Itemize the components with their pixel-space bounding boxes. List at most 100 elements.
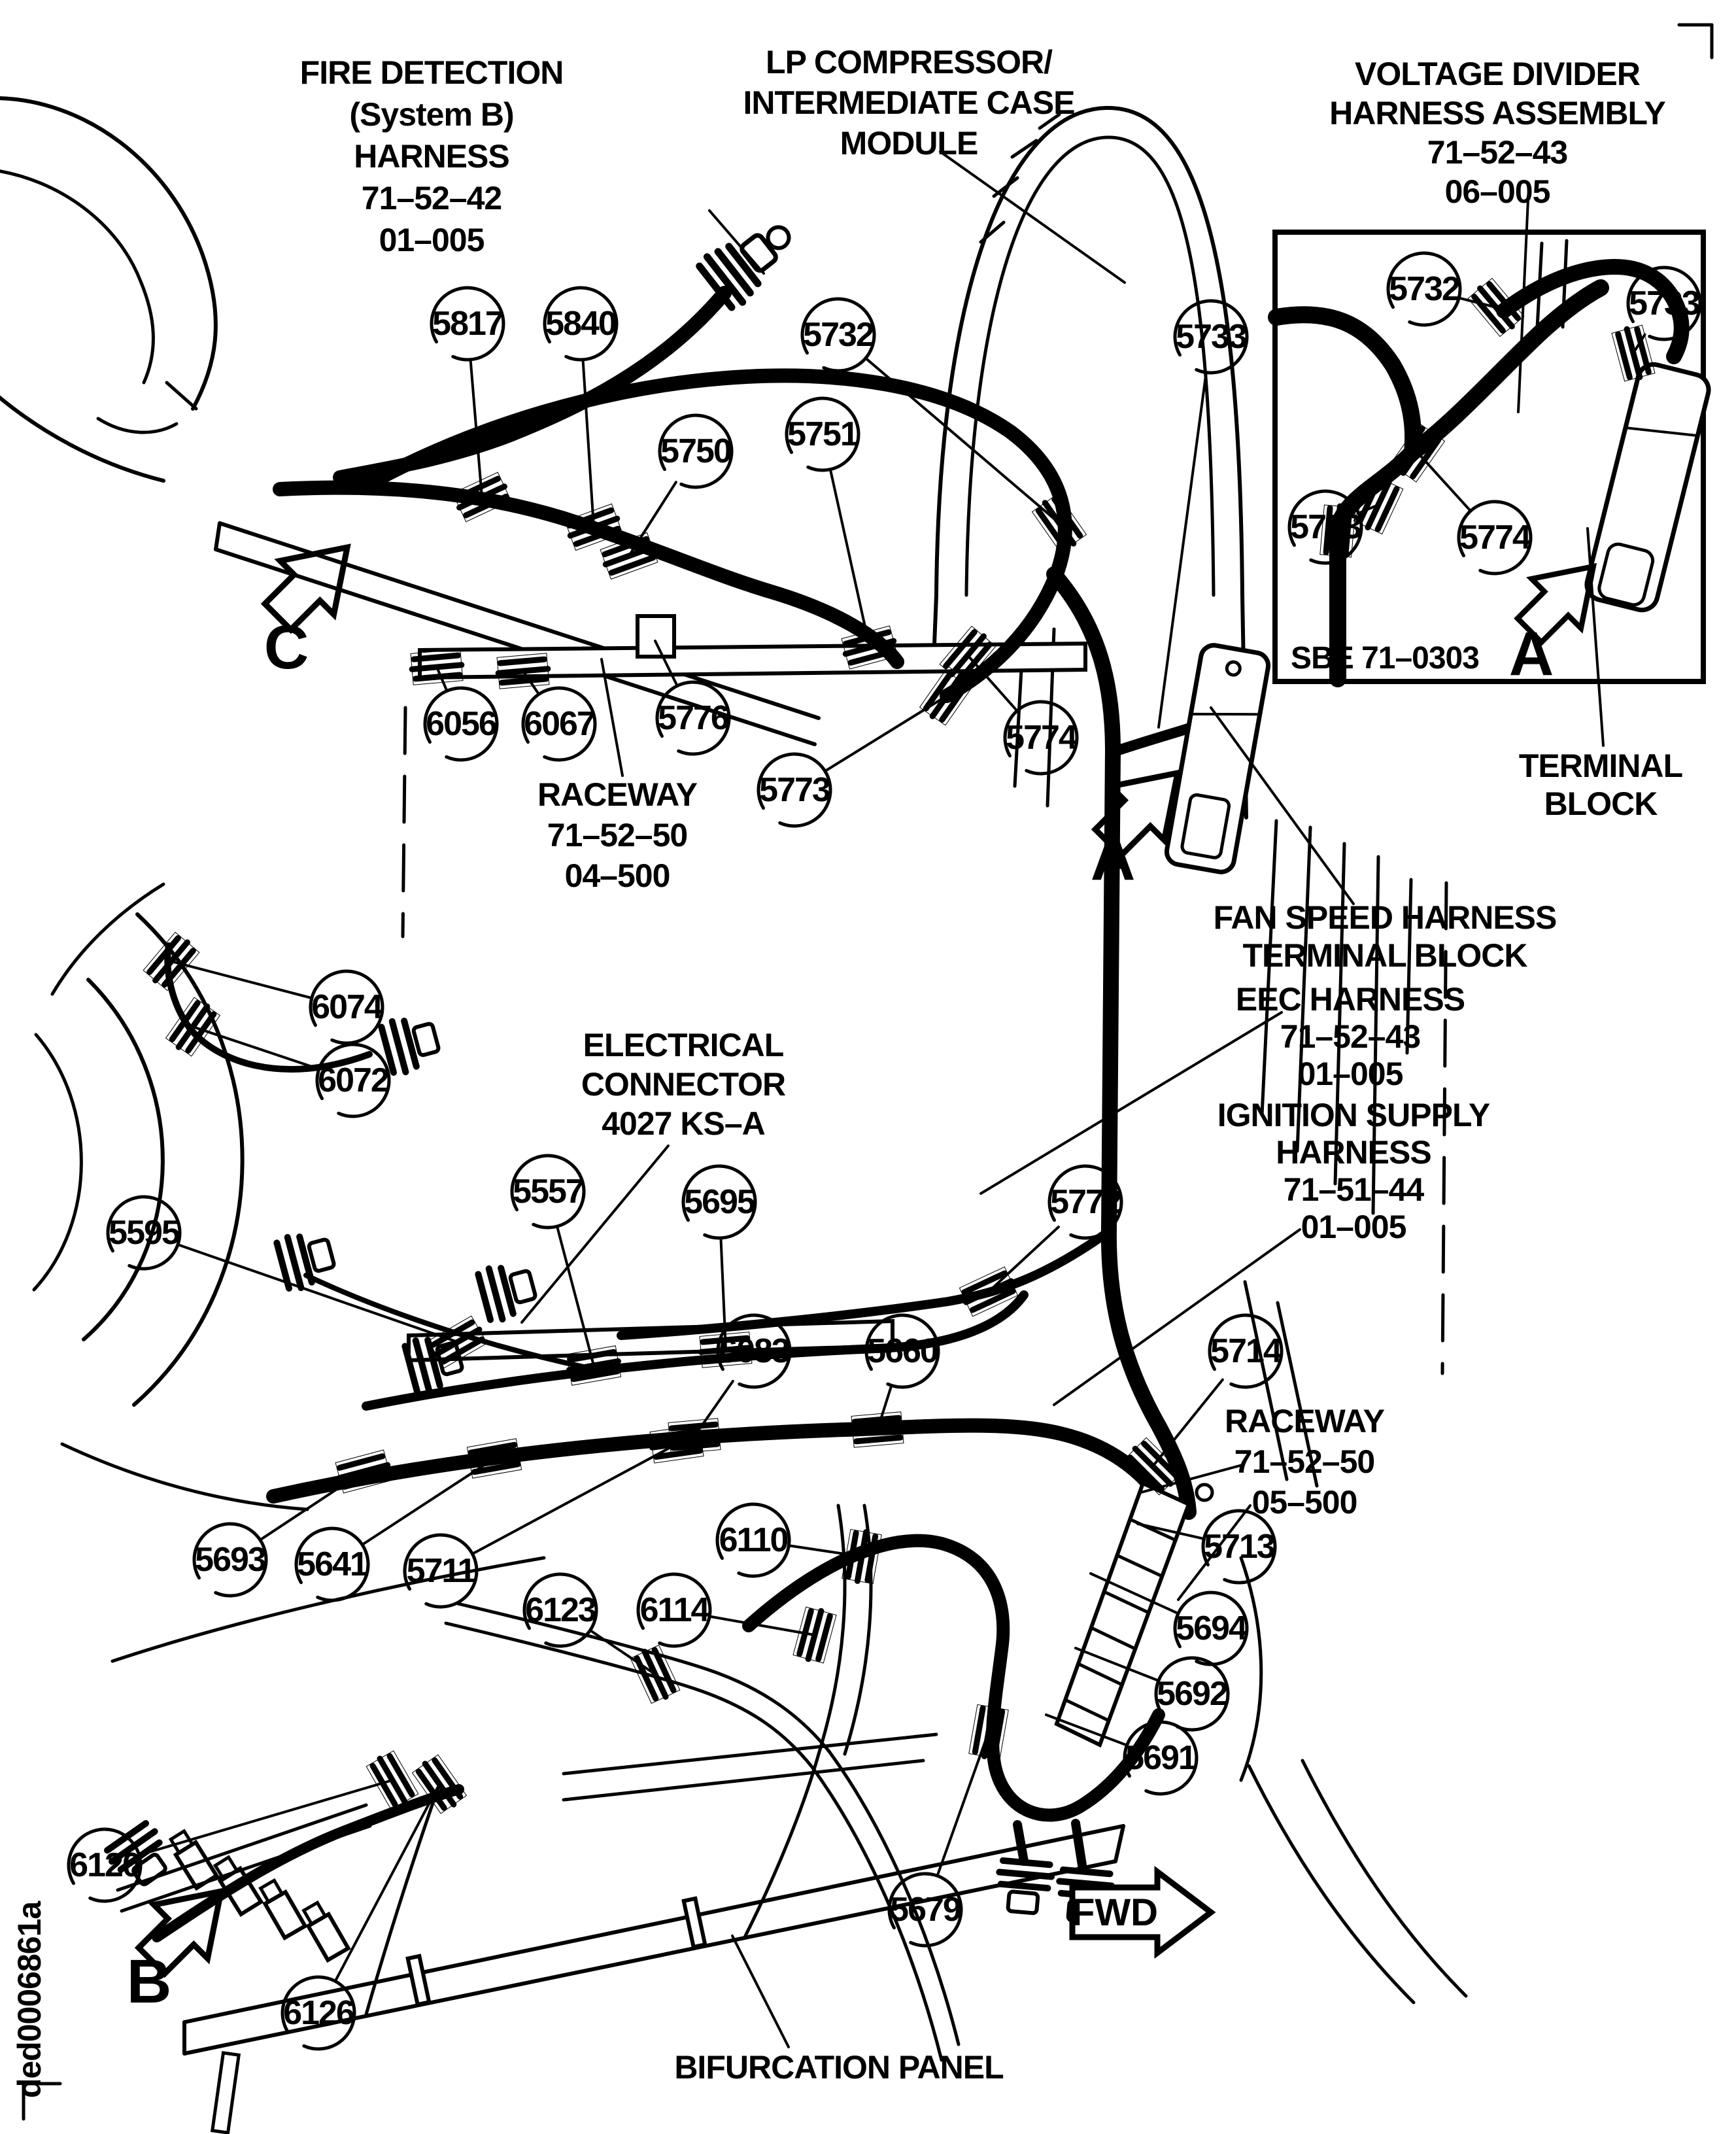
connector-stub [1071,1819,1087,1870]
callout-circle [521,686,597,762]
fire-detection-connector [696,225,791,311]
callout-number: 6056 [426,705,497,743]
arch-hatch [1038,112,1061,130]
label-text: TERMINAL BLOCK [1242,937,1527,974]
leader-line [1053,1228,1301,1406]
callout-leader [469,358,483,498]
harness-branch [617,1225,1116,1340]
label-text: TERMINAL [1519,748,1682,784]
callout-leader [435,666,449,692]
callout-5691: 5691 [1045,1713,1199,1796]
callout-number: 6126 [283,1994,354,2032]
callout-number: 5693 [195,1541,266,1579]
callout-5692: 5692 [1074,1647,1230,1732]
callout-leader [1157,371,1208,729]
callout-circle [543,286,619,362]
callout-number: 5694 [1176,1609,1248,1647]
fwd-arrow-label: FWD [1072,1891,1158,1934]
case-line [1295,825,1312,1153]
leader-line [600,658,624,777]
callout-leader [556,1226,595,1367]
callout-5817: 5817 [430,286,505,498]
engine-arc [0,169,155,385]
callout-5660: 5660 [864,1313,940,1431]
arch-hatch [1010,139,1038,159]
harness-mid-path [362,1290,1029,1411]
label-text: 71–52–43 [1427,134,1567,171]
callout-5732: 5732 [1386,251,1497,327]
label-fire-detection-harness: FIRE DETECTION(System B)HARNESS71–52–420… [300,54,765,275]
callout-circle [715,1502,791,1578]
callout-leader [966,654,1018,712]
callout-5774: 5774 [966,654,1079,776]
callout-number: 6114 [640,1591,710,1629]
callout-5714: 5714 [1151,1313,1284,1468]
callout-circle [1626,266,1702,341]
callout-circle [315,1042,391,1118]
label-text: 4027 KS–A [602,1105,765,1142]
callout-leader [1357,504,1380,515]
callout-number: 5732 [803,316,874,354]
callout-number: 6083 [719,1332,790,1370]
label-text: RACEWAY [1225,1403,1385,1439]
callout-leader [824,695,948,772]
callout-number: 6067 [524,705,594,743]
callout-5774: 5774 [1416,451,1533,576]
callout-circle [281,1975,356,2051]
callout-circle [106,1195,182,1271]
label-text: EEC HARNESS [1236,981,1465,1018]
engine-arc [96,417,179,434]
callout-number: 6110 [719,1521,788,1559]
label-text: 71–52–50 [1234,1443,1374,1480]
tube [456,1602,961,2046]
label-text: 01–005 [1301,1209,1406,1245]
inset-harness [1496,258,1690,364]
thin-harness-path [303,1273,592,1371]
callout-number: 5732 [1389,270,1459,308]
case-line [1276,1301,1319,1488]
callout-leader [361,1457,496,1546]
callout-number: 5751 [787,415,859,453]
label-text: IGNITION SUPPLY [1217,1097,1490,1133]
callout-circle [522,1572,598,1648]
label-text: 05–500 [1252,1484,1357,1521]
leader-line [731,1935,790,2048]
raceway-stripe [1102,1590,1151,1615]
callout-circle [1047,1164,1123,1240]
raceway-stripe [1063,1698,1111,1723]
callout-5557: 5557 [510,1154,595,1367]
leader-line [1586,527,1605,747]
callout-circle [309,969,384,1045]
label-bifurcation-panel: BIFURCATION PANEL [674,1935,1004,2086]
label-text: MODULE [840,125,978,162]
direction-letter-c: C [264,613,309,682]
label-text: 71–52–43 [1280,1018,1420,1055]
fan-case-arc [132,912,245,1407]
ignition-supply-harness-path [266,1418,1179,1521]
injector-plug [257,1878,305,1938]
callout-number: 5817 [432,305,503,343]
callout-6072: 6072 [192,1025,391,1118]
callout-leader [864,357,1061,525]
tube [743,1752,821,1938]
callout-leader [829,468,871,649]
callout-number: 5733 [1176,318,1247,356]
label-text: FAN SPEED HARNESS [1214,899,1557,936]
callout-number: 5772 [1050,1183,1121,1221]
inset-terminal-block-shape [1584,362,1711,613]
label-text: 71–52–50 [547,817,687,853]
callout-circle [655,680,731,756]
panel-post [405,1953,432,2007]
callout-circle [403,1533,479,1609]
fan-case-arc [60,1442,309,1511]
callout-leader [654,640,679,687]
label-text: HARNESS [354,138,509,175]
callout-circle [681,1164,757,1240]
callout-number: 5776 [658,699,729,737]
callout-leader [1458,296,1497,309]
callout-number: 6074 [311,988,383,1026]
label-text: LP COMPRESSOR/ [766,44,1053,80]
callout-leader [581,358,595,528]
